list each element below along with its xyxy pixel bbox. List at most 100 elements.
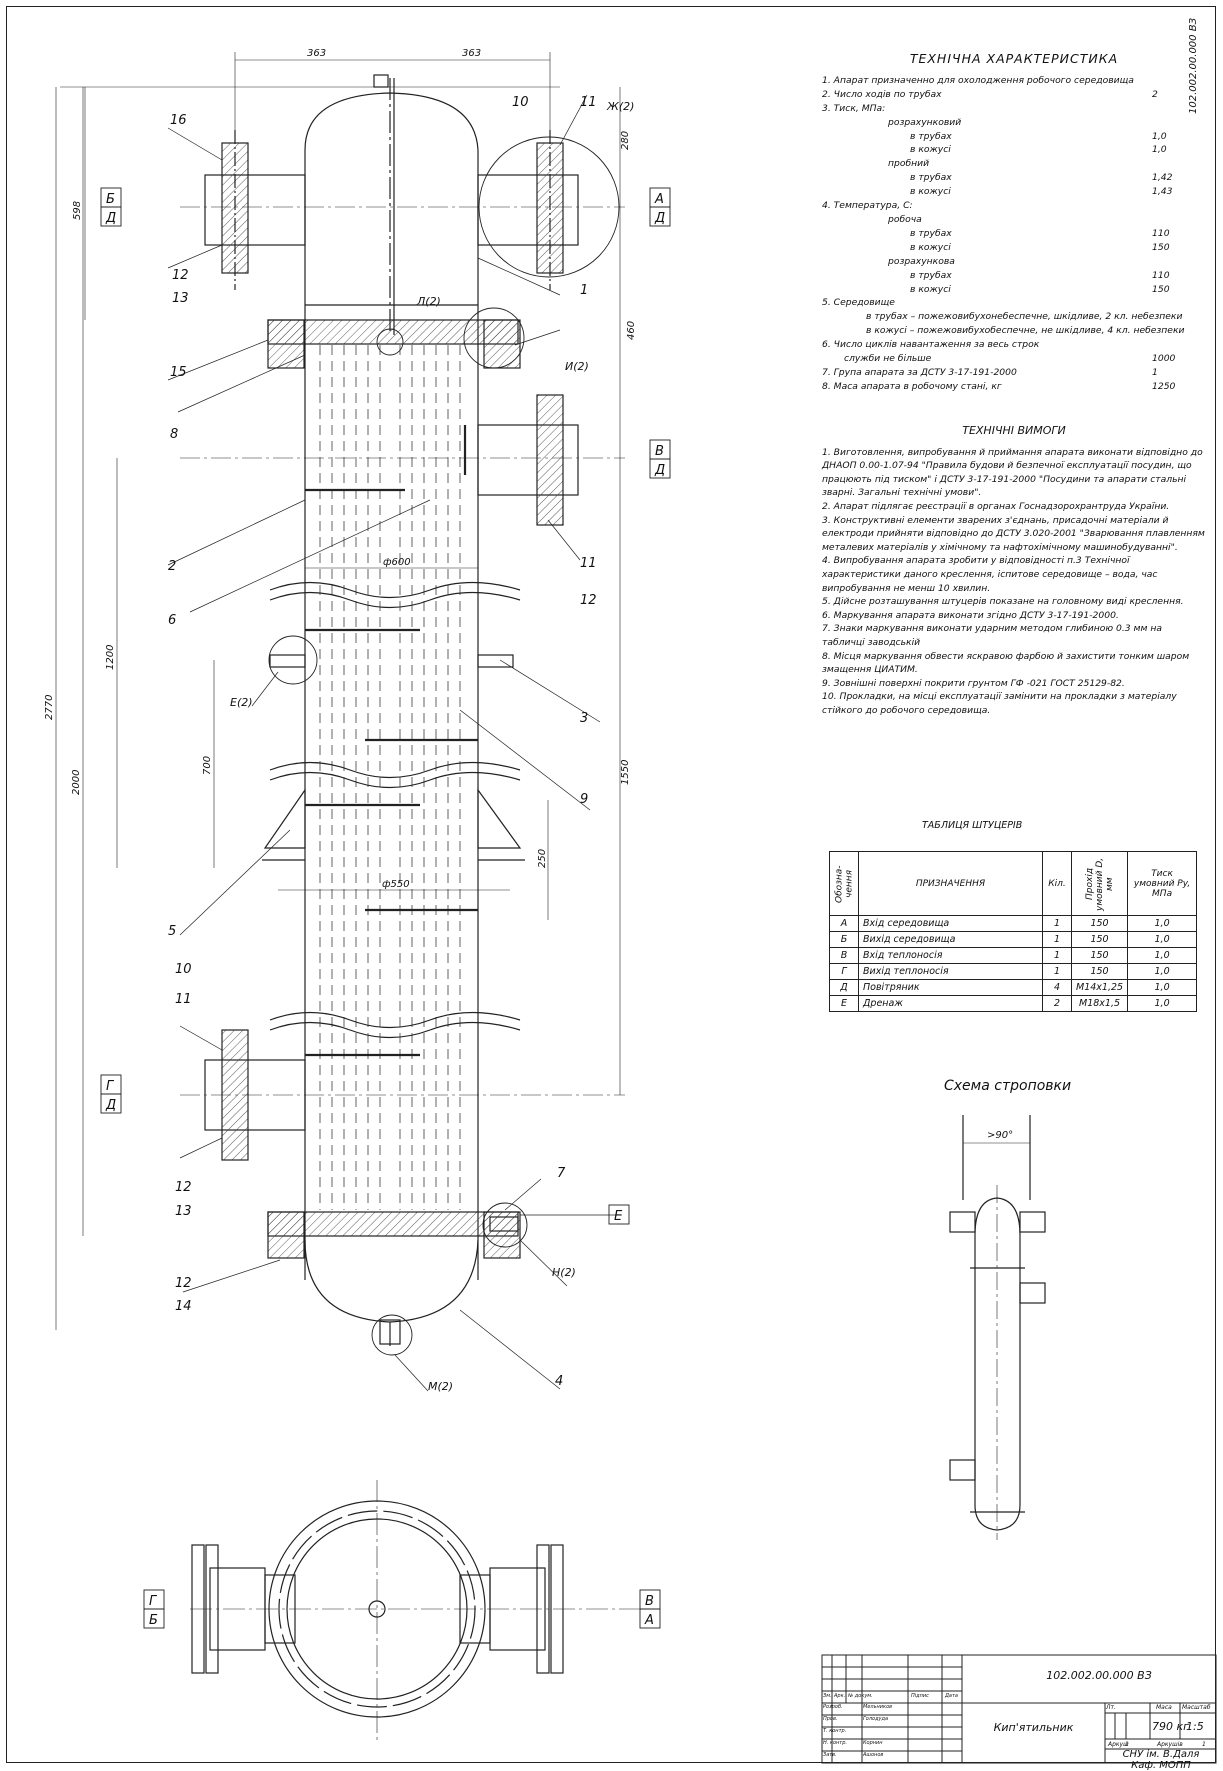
characteristic-text: 6. Число циклів навантаження за весь стр… bbox=[822, 339, 1040, 351]
svg-text:Б: Б bbox=[106, 192, 115, 207]
technical-characteristics: ТЕХНІЧНА ХАРАКТЕРИСТИКА 1. Апарат призна… bbox=[822, 52, 1206, 394]
characteristic-text: в трубах bbox=[910, 130, 952, 142]
title-block-person: Корнин bbox=[863, 1740, 883, 1746]
dim-363-right: 363 bbox=[462, 48, 481, 59]
table-cell: 1,0 bbox=[1127, 979, 1198, 996]
requirement-item: 5. Дійсне розташування штуцерів показане… bbox=[822, 596, 1184, 608]
dim-2000: 2000 bbox=[71, 770, 82, 795]
characteristic-text: робоча bbox=[888, 213, 922, 225]
table-cell: 1,0 bbox=[1127, 963, 1198, 980]
sling-scheme-title: Схема строповки bbox=[944, 1078, 1072, 1094]
characteristic-text: 5. Середовище bbox=[822, 297, 895, 309]
characteristic-value: 110 bbox=[1152, 227, 1170, 239]
table-cell: Вихід середовища bbox=[858, 931, 1043, 948]
svg-text:А: А bbox=[644, 1613, 654, 1628]
table-cell: 150 bbox=[1070, 931, 1129, 948]
requirements-list: 1. Виготовлення, випробування й прийманн… bbox=[822, 446, 1206, 718]
characteristic-row: 3. Тиск, МПа: bbox=[822, 102, 1206, 116]
col-diameter: Прохід умовний D, мм bbox=[1071, 851, 1128, 916]
characteristic-row: 6. Число циклів навантаження за весь стр… bbox=[822, 338, 1206, 352]
characteristic-text: в трубах bbox=[910, 269, 952, 281]
characteristic-value: 1 bbox=[1152, 366, 1158, 378]
characteristic-text: в трубах – пожежовибухонебеспечне, шкідл… bbox=[866, 311, 1183, 323]
nozzle-table-title: ТАБЛИЦЯ ШТУЦЕРІВ bbox=[922, 820, 1023, 831]
requirement-item: 2. Апарат підлягає реєстрації в органах … bbox=[822, 500, 1170, 512]
title-block-mass-label: Маса bbox=[1156, 1704, 1172, 1711]
characteristic-text: 2. Число ходів по трубах bbox=[822, 88, 942, 100]
detail-zh: Ж(2) bbox=[606, 100, 634, 113]
characteristic-row: пробний bbox=[822, 157, 1206, 171]
characteristic-text: в кожусі – пожежовибухобеспечне, не шкід… bbox=[866, 325, 1185, 337]
callout-numbers: 16 12 13 15 8 2 6 5 10 11 12 13 12 14 10… bbox=[168, 95, 634, 1393]
dim-250: 250 bbox=[537, 849, 548, 868]
dim-280: 280 bbox=[620, 131, 631, 150]
dim-1200: 1200 bbox=[105, 645, 116, 670]
nozzle-b bbox=[204, 130, 306, 290]
characteristic-text: в кожусі bbox=[910, 186, 951, 198]
characteristic-row: в трубах – пожежовибухонебеспечне, шкідл… bbox=[822, 310, 1206, 324]
characteristic-text: служби не більше bbox=[844, 353, 932, 365]
characteristic-text: 8. Маса апарата в робочому стані, кг bbox=[822, 380, 1002, 392]
table-cell: 1,0 bbox=[1127, 931, 1198, 948]
characteristic-text: 4. Температура, С: bbox=[822, 200, 913, 212]
title-block-col-label: № докум. bbox=[848, 1693, 873, 1699]
title-block-sheet-no: 1 bbox=[1125, 1741, 1129, 1748]
nozzle-table: Обозна-чення ПРИЗНАЧЕННЯ Кіл. Прохід умо… bbox=[829, 851, 1198, 1012]
characteristic-text: в кожусі bbox=[910, 241, 951, 253]
svg-text:В: В bbox=[645, 1594, 654, 1609]
col-qty: Кіл. bbox=[1042, 851, 1072, 916]
title-block-name: Кип'ятильник bbox=[993, 1721, 1074, 1734]
callout-10-bottom: 10 bbox=[175, 962, 192, 977]
characteristic-row: робоча bbox=[822, 213, 1206, 227]
dim-598: 598 bbox=[72, 201, 83, 220]
characteristic-text: в кожусі bbox=[910, 144, 951, 156]
table-cell: Повітряник bbox=[858, 979, 1043, 996]
callout-14: 14 bbox=[175, 1299, 192, 1314]
svg-text:Е: Е bbox=[614, 1209, 623, 1224]
title-block-scale: 1:5 bbox=[1186, 1720, 1204, 1733]
detail-n: Н(2) bbox=[552, 1266, 576, 1279]
characteristic-row: розрахункова bbox=[822, 255, 1206, 269]
svg-text:Д: Д bbox=[654, 211, 665, 226]
requirement-item: 3. Конструктивні елементи зварених з'єдн… bbox=[822, 514, 1205, 553]
callout-13: 13 bbox=[172, 291, 189, 306]
requirement-item: 7. Знаки маркування виконати ударним мет… bbox=[822, 623, 1162, 648]
sling-scheme: >90° bbox=[949, 1115, 1046, 1540]
baffles bbox=[305, 425, 478, 1057]
detail-e: Е(2) bbox=[230, 696, 253, 709]
dimension-texts: 363 363 280 598 460 1200 2770 2000 700 1… bbox=[44, 48, 637, 890]
callout-4: 4 bbox=[555, 1374, 563, 1389]
drawing-sheet bbox=[6, 6, 1216, 1763]
title-block-role: Пров. bbox=[823, 1716, 838, 1722]
requirements-title: ТЕХНІЧНІ ВИМОГИ bbox=[962, 424, 1066, 437]
table-cell: В bbox=[829, 947, 859, 964]
callout-9: 9 bbox=[580, 792, 588, 807]
table-cell: Д bbox=[829, 979, 859, 996]
table-cell: 1,0 bbox=[1127, 947, 1198, 964]
callout-3: 3 bbox=[580, 711, 588, 726]
title-block-lit-label: Лт. bbox=[1106, 1704, 1116, 1711]
svg-text:Д: Д bbox=[654, 463, 665, 478]
dim-2770: 2770 bbox=[44, 695, 55, 720]
table-cell: 1 bbox=[1042, 915, 1072, 932]
title-block-scale-label: Масштаб bbox=[1182, 1704, 1211, 1711]
detail-l: Л(2) bbox=[416, 295, 441, 308]
title-block-sheet-label: Аркуш bbox=[1108, 1741, 1129, 1748]
table-cell: 1,0 bbox=[1127, 915, 1198, 932]
svg-text:Г: Г bbox=[106, 1079, 115, 1094]
table-cell: 150 bbox=[1070, 915, 1129, 932]
dim-700: 700 bbox=[202, 756, 213, 775]
dim-d600: ф600 bbox=[383, 557, 411, 568]
requirement-item: 10. Прокладки, на місці експлуатації зам… bbox=[822, 691, 1177, 716]
table-cell: 150 bbox=[1070, 963, 1129, 980]
